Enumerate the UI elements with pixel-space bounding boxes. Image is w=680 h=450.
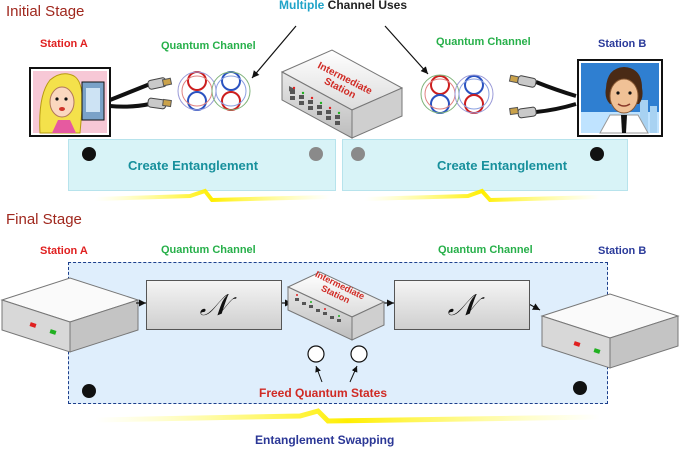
create-entanglement-right-label: Create Entanglement bbox=[437, 158, 568, 173]
freed-state-left-circle bbox=[307, 345, 325, 363]
final-station-a-label: Station A bbox=[40, 245, 88, 257]
final-stage-title: Final Stage bbox=[6, 211, 82, 228]
initial-qc-left-label: Quantum Channel bbox=[161, 40, 256, 52]
quantum-channel-left-box: 𝒩 bbox=[146, 280, 282, 330]
multiple-channel-uses-arrows bbox=[251, 25, 429, 79]
final-station-b-label: Station B bbox=[598, 245, 647, 257]
channel-uses-text: Channel Uses bbox=[324, 0, 408, 12]
quantum-channel-right-box: 𝒩 bbox=[394, 280, 530, 330]
entanglement-swapping-label: Entanglement Swapping bbox=[255, 433, 395, 447]
intermediate-right-dot bbox=[351, 147, 365, 161]
create-entanglement-left-box bbox=[68, 139, 336, 191]
initial-qc-right-label: Quantum Channel bbox=[436, 36, 531, 48]
initial-station-a-label: Station A bbox=[40, 38, 88, 50]
freed-states-arrows bbox=[315, 365, 358, 383]
intermediate-station-switch-icon bbox=[280, 49, 404, 139]
multiple-text: Multiple bbox=[279, 0, 325, 12]
final-station-b-dot bbox=[573, 381, 587, 395]
intermediate-left-dot bbox=[309, 147, 323, 161]
lightning-icon bbox=[94, 408, 601, 424]
lightning-icon bbox=[94, 188, 601, 203]
multiple-channel-uses-label: Multiple Channel Uses bbox=[279, 0, 407, 12]
final-qc-left-label: Quantum Channel bbox=[161, 244, 256, 256]
create-entanglement-left-label: Create Entanglement bbox=[128, 158, 259, 173]
initial-stage-title: Initial Stage bbox=[6, 3, 85, 20]
final-station-a-dot bbox=[82, 384, 96, 398]
station-a-dot bbox=[82, 147, 96, 161]
freed-quantum-states-label: Freed Quantum States bbox=[259, 386, 388, 400]
woman-at-computer-icon bbox=[29, 67, 111, 137]
fiber-cable-icon bbox=[508, 74, 577, 119]
entangled-photon-icon bbox=[177, 71, 251, 111]
freed-state-right-circle bbox=[350, 345, 368, 363]
man-portrait-icon bbox=[577, 59, 663, 137]
entangled-photon-icon bbox=[420, 74, 494, 114]
create-entanglement-right-box bbox=[342, 139, 628, 191]
station-b-server-icon bbox=[540, 293, 680, 369]
fiber-cable-icon bbox=[109, 77, 173, 110]
station-a-server-icon bbox=[0, 277, 140, 353]
initial-station-b-label: Station B bbox=[598, 38, 647, 50]
final-intermediate-switch-icon bbox=[286, 271, 386, 341]
station-b-dot bbox=[590, 147, 604, 161]
final-qc-right-label: Quantum Channel bbox=[438, 244, 533, 256]
